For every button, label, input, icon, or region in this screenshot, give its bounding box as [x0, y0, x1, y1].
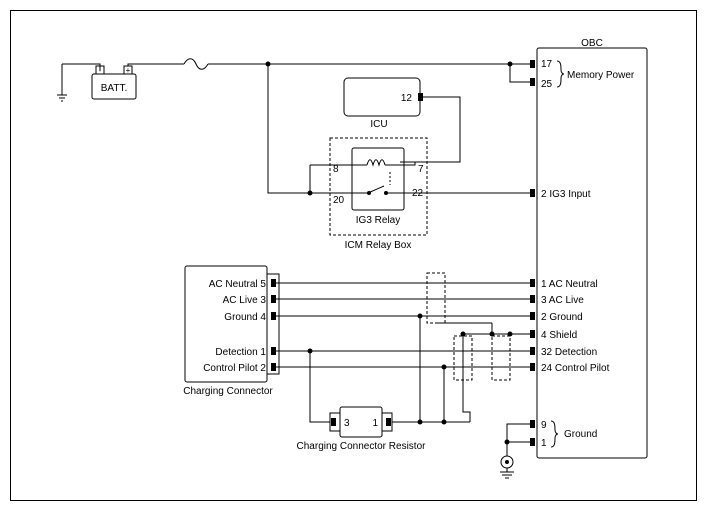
svg-text:2 IG3 Input: 2 IG3 Input [541, 189, 591, 200]
charging-connector: AC Neutral 5 AC Live 3 Ground 4 Detectio… [183, 265, 280, 397]
svg-text:2 Ground: 2 Ground [541, 312, 583, 323]
relay-coil-icon [366, 159, 386, 167]
svg-text:7: 7 [418, 164, 424, 175]
svg-text:24 Control Pilot: 24 Control Pilot [541, 363, 610, 374]
icu: 12 ICU [343, 77, 423, 130]
diagram-frame [10, 10, 697, 501]
svg-text:Detection 1: Detection 1 [215, 347, 266, 358]
svg-text:-: - [99, 66, 102, 75]
charging-connector-label: Charging Connector [183, 386, 273, 397]
chassis-ground-icon [57, 94, 67, 102]
svg-text:AC Live 3: AC Live 3 [223, 295, 267, 306]
battery-label: BATT. [101, 83, 127, 94]
obc-label: OBC [581, 38, 603, 49]
signal-line-shield-2 [491, 335, 511, 381]
svg-text:AC Neutral 5: AC Neutral 5 [209, 279, 267, 290]
svg-text:32 Detection: 32 Detection [541, 347, 597, 358]
body-ground-icon [500, 455, 514, 479]
svg-text:1: 1 [372, 418, 378, 429]
svg-text:9: 9 [541, 420, 547, 431]
charging-connector-resistor-label: Charging Connector Resistor [297, 441, 427, 452]
svg-text:Ground: Ground [564, 429, 597, 440]
battery: - + BATT. [57, 63, 184, 102]
ig3-relay-label: IG3 Relay [356, 215, 400, 226]
svg-text:Ground 4: Ground 4 [224, 312, 266, 323]
svg-text:3: 3 [344, 418, 350, 429]
icu-label: ICU [370, 119, 387, 130]
svg-text:+: + [126, 66, 131, 75]
obc: OBC 17 25 Memory Power 2 IG3 Input 1 AC … [530, 38, 648, 459]
svg-text:20: 20 [333, 195, 345, 206]
svg-text:25: 25 [541, 79, 553, 90]
svg-text:12: 12 [401, 93, 413, 104]
icm-relay-box [329, 137, 428, 236]
svg-text:8: 8 [333, 164, 339, 175]
fuse-icon [183, 58, 209, 70]
svg-text:Control Pilot 2: Control Pilot 2 [203, 363, 266, 374]
svg-text:1: 1 [541, 438, 547, 449]
icm-relay-box-label: ICM Relay Box [345, 240, 412, 251]
ig3-relay: IG3 Relay [351, 147, 405, 226]
svg-text:Memory Power: Memory Power [567, 70, 635, 81]
svg-text:3 AC Live: 3 AC Live [541, 295, 584, 306]
charging-connector-resistor: 3 1 Charging Connector Resistor [297, 406, 427, 452]
svg-text:4 Shield: 4 Shield [541, 330, 577, 341]
svg-text:17: 17 [541, 59, 553, 70]
svg-text:1 AC Neutral: 1 AC Neutral [541, 279, 598, 290]
